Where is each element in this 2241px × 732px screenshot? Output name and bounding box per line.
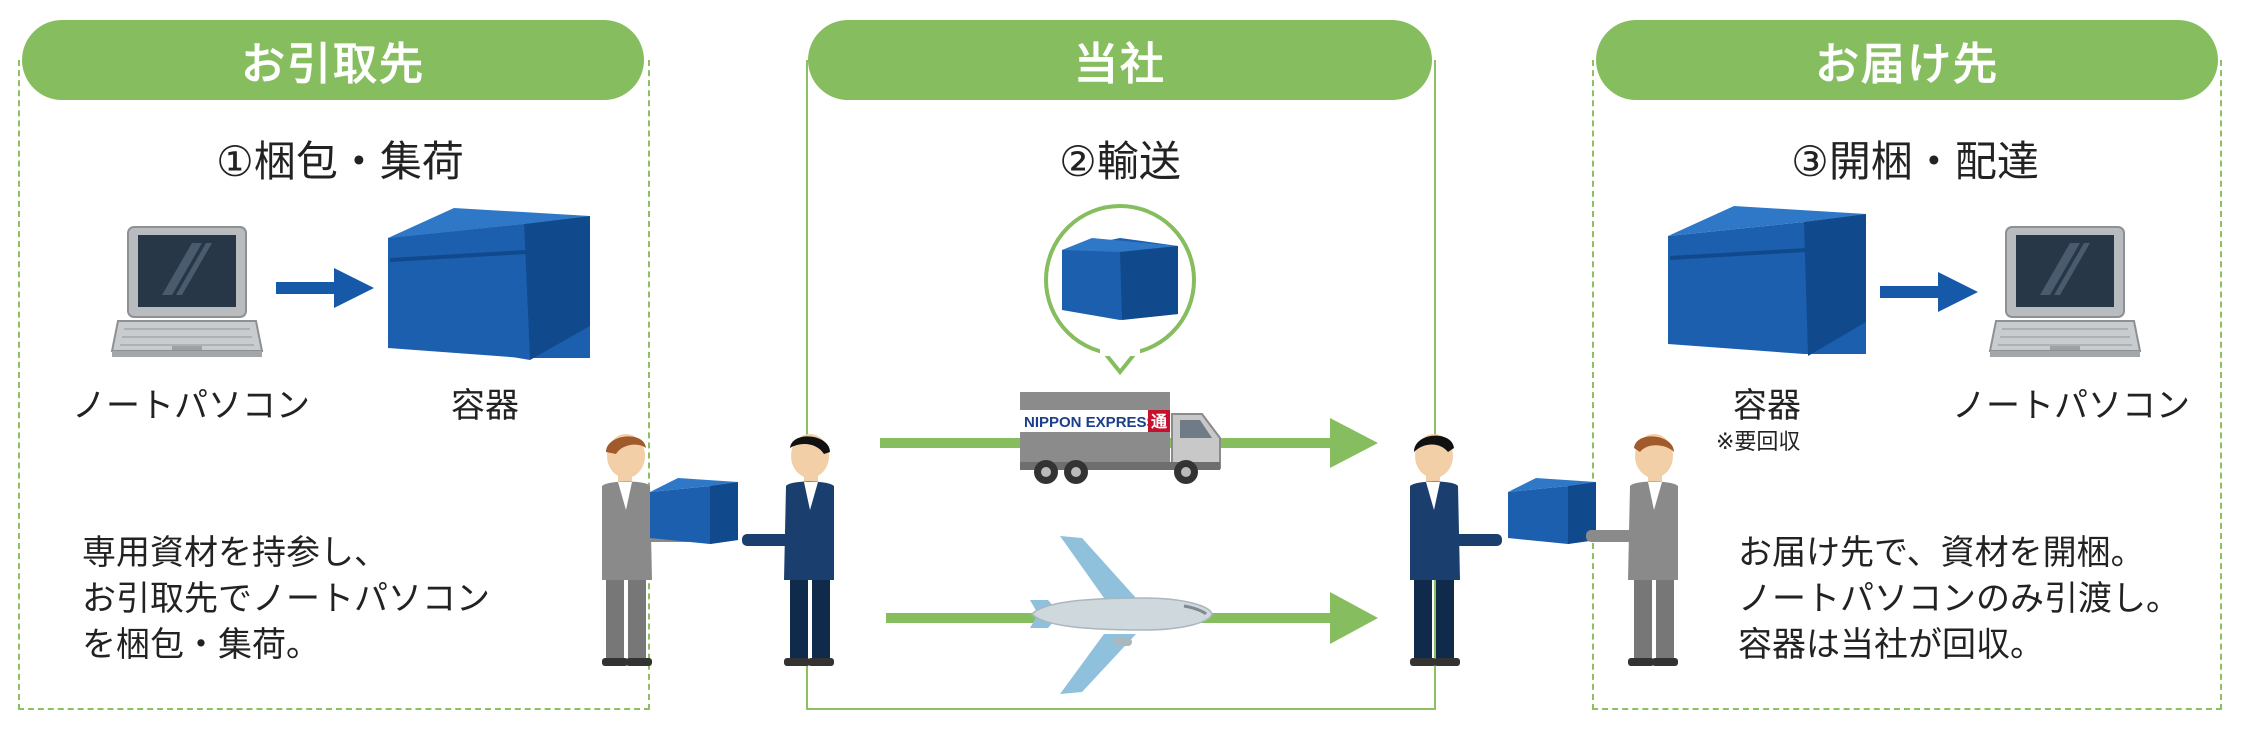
delivery-desc-line: お届け先で、資材を開梱。 (1738, 533, 2145, 573)
delivery-step-title: ③開梱・配達 (1791, 137, 2039, 186)
pickup-description: 専用資材を持参し、 お引取先でノートパソコン を梱包・集荷。 (82, 530, 490, 668)
delivery-laptop-label: ノートパソコン (1952, 386, 2190, 426)
delivery-container-label: 容器 (1733, 386, 1801, 426)
delivery-description: お届け先で、資材を開梱。 ノートパソコンのみ引渡し。 容器は当社が回収。 (1738, 530, 2180, 668)
container-box-icon (388, 208, 590, 360)
pickup-panel (18, 60, 650, 710)
customer-person-icon (1586, 434, 1678, 666)
truck-logo-text: 通 (1151, 412, 1167, 431)
package-box-icon (1508, 478, 1596, 544)
delivery-desc-line: ノートパソコンのみ引渡し。 (1738, 579, 2180, 619)
truck-brand-text: NIPPON EXPRESS (1024, 414, 1157, 431)
pickup-desc-line: を梱包・集荷。 (82, 625, 320, 665)
laptop-icon (1988, 226, 2142, 357)
pickup-step-title: ①梱包・集荷 (216, 137, 464, 186)
truck-icon: NIPPON EXPRESS 通 (1020, 392, 1221, 484)
pickup-desc-line: 専用資材を持参し、 (82, 533, 388, 573)
package-box-icon (650, 478, 738, 544)
arrow-right-icon (1880, 272, 1978, 312)
customer-person-icon (602, 434, 692, 666)
laptop-icon (110, 226, 264, 357)
airplane-icon (1030, 536, 1213, 694)
delivery-desc-line: 容器は当社が回収。 (1738, 625, 2044, 665)
container-box-icon (1668, 206, 1866, 356)
staff-person-icon (742, 434, 834, 666)
company-step-title: ②輸送 (1059, 137, 1181, 186)
delivery-header: お届け先 (1596, 20, 2218, 100)
pickup-header: お引取先 (22, 20, 644, 100)
pickup-laptop-label: ノートパソコン (72, 386, 310, 426)
package-bubble-icon (1044, 204, 1196, 376)
pickup-desc-line: お引取先でノートパソコン (82, 579, 490, 619)
arrow-right-icon (276, 268, 374, 308)
company-header: 当社 (808, 20, 1432, 100)
delivery-panel (1592, 60, 2222, 710)
delivery-container-note: ※要回収 (1716, 430, 1801, 455)
pickup-container-label: 容器 (451, 386, 519, 426)
company-panel (806, 60, 1436, 710)
staff-person-icon (1410, 434, 1502, 666)
